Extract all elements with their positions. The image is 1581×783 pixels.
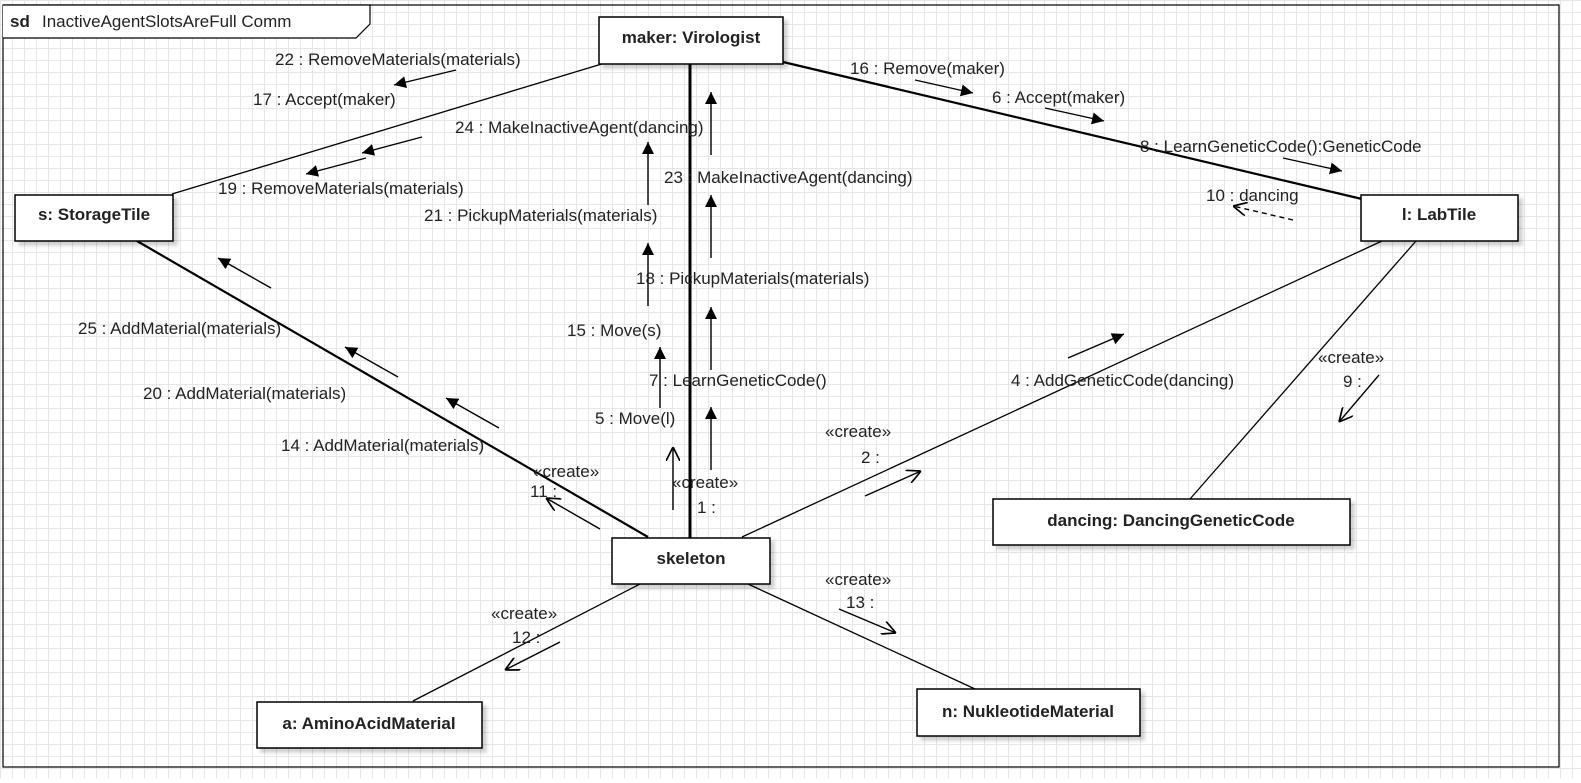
link-maker-storage [171, 62, 606, 195]
message-21: 21 : PickupMaterials(materials) [424, 206, 657, 225]
arrow-16 [914, 79, 974, 97]
object-dancing[interactable]: dancing: DancingGeneticCode [992, 498, 1351, 546]
message-25: 25 : AddMaterial(materials) [78, 319, 281, 338]
object-nukleotide[interactable]: n: NukleotideMaterial [916, 688, 1141, 737]
link-skeleton-nukleotide [747, 583, 976, 690]
arrow-13 [838, 608, 896, 633]
message-labels: 22 : RemoveMaterials(materials) 17 : Acc… [78, 50, 1422, 647]
message-18: 18 : PickupMaterials(materials) [636, 269, 869, 288]
sd-keyword: sd [10, 12, 30, 31]
object-skeleton[interactable]: skeleton [611, 537, 771, 585]
message-17: 17 : Accept(maker) [253, 90, 396, 109]
message-20: 20 : AddMaterial(materials) [143, 384, 346, 403]
message-2: 2 : [861, 448, 880, 467]
message-5: 5 : Move(l) [595, 409, 675, 428]
arrow-10 [1233, 206, 1294, 221]
arrow-9 [1339, 374, 1380, 422]
object-lab-label: l: LabTile [1402, 205, 1476, 224]
arrow-24 [361, 136, 423, 156]
message-arrows [217, 69, 1380, 670]
message-9: 9 : [1343, 372, 1362, 391]
sd-frame-tab [3, 4, 371, 39]
arrow-11 [546, 498, 601, 530]
message-19: 19 : RemoveMaterials(materials) [218, 179, 464, 198]
message-1: 1 : [697, 498, 716, 517]
link-storage-skeleton [136, 240, 649, 538]
link-lab-skeleton [741, 240, 1383, 538]
object-nukleotide-label: n: NukleotideMaterial [942, 702, 1114, 721]
message-7: 7 : LearnGeneticCode() [649, 371, 827, 390]
stereotype-11: «create» [533, 462, 599, 481]
object-skeleton-label: skeleton [657, 549, 726, 568]
object-maker[interactable]: maker: Virologist [598, 16, 784, 65]
message-8: 8 : LearnGeneticCode():GeneticCode [1140, 137, 1422, 156]
message-16: 16 : Remove(maker) [850, 59, 1005, 78]
message-15: 15 : Move(s) [567, 321, 661, 340]
message-4: 4 : AddGeneticCode(dancing) [1011, 371, 1234, 390]
links [136, 60, 1417, 702]
object-storage[interactable]: s: StorageTile [14, 194, 174, 242]
stereotype-9: «create» [1318, 348, 1384, 367]
arrow-12 [505, 641, 561, 670]
arrow-22 [393, 69, 457, 89]
message-24: 24 : MakeInactiveAgent(dancing) [455, 118, 704, 137]
message-23: 23 : MakeInactiveAgent(dancing) [664, 168, 913, 187]
stereotype-1: «create» [672, 473, 738, 492]
object-maker-label: maker: Virologist [622, 28, 761, 47]
arrow-19 [305, 157, 367, 177]
message-11: 11 : [530, 482, 557, 501]
link-lab-dancing [1189, 240, 1417, 500]
message-12: 12 : [512, 628, 540, 647]
stereotype-12: «create» [491, 604, 557, 623]
object-amino-label: a: AminoAcidMaterial [282, 714, 455, 733]
message-13: 13 : [846, 593, 874, 612]
sd-title: InactiveAgentSlotsAreFull Comm [42, 12, 291, 31]
arrow-20 [344, 346, 399, 378]
stereotype-2: «create» [825, 422, 891, 441]
arrow-2 [864, 471, 921, 497]
object-storage-label: s: StorageTile [38, 205, 150, 224]
stereotype-13: «create» [825, 570, 891, 589]
message-14: 14 : AddMaterial(materials) [281, 436, 484, 455]
arrow-4 [1067, 333, 1125, 359]
link-maker-lab [782, 60, 1363, 201]
object-amino[interactable]: a: AminoAcidMaterial [256, 701, 483, 749]
message-10: 10 : dancing [1206, 186, 1299, 205]
object-lab[interactable]: l: LabTile [1360, 194, 1519, 242]
object-dancing-label: dancing: DancingGeneticCode [1047, 511, 1294, 530]
sd-frame [2, 4, 1560, 768]
arrow-14 [445, 397, 500, 429]
message-22: 22 : RemoveMaterials(materials) [275, 50, 521, 69]
arrow-8 [1282, 157, 1343, 175]
link-skeleton-amino [412, 583, 641, 702]
message-6: 6 : Accept(maker) [992, 88, 1125, 107]
arrow-6 [1044, 107, 1105, 125]
arrow-25 [217, 257, 272, 289]
